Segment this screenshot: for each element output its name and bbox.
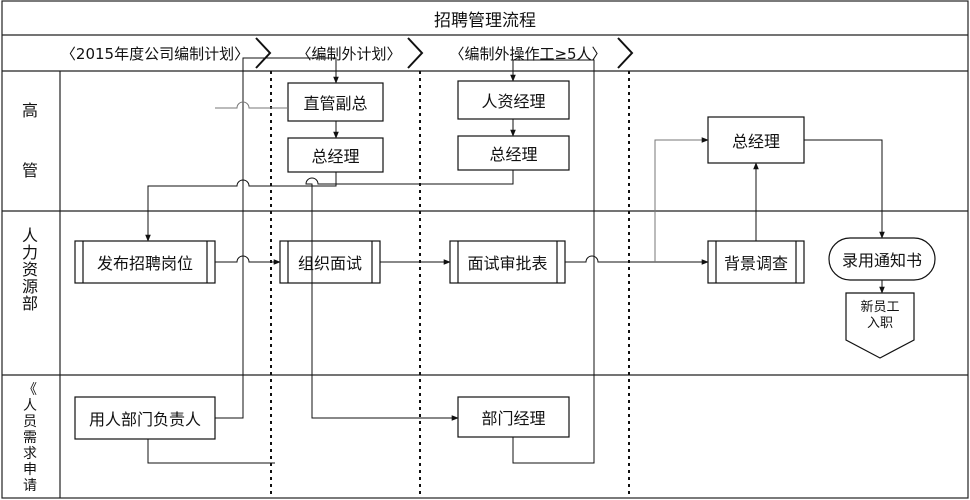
lane-req-char: 《 — [23, 382, 37, 398]
box-zhiguan-fuzong: 直管副总 — [303, 94, 368, 113]
box-mianshi-shenpi: 面试审批表 — [467, 254, 548, 273]
lane-hr-char: 力 — [21, 242, 38, 262]
lane-label-guan: 管 — [21, 161, 38, 180]
lane-label-hr: 人 力 资 源 部 — [12, 223, 48, 315]
lane-label-gao: 高 — [21, 101, 38, 120]
lane-req-char: 需 — [23, 430, 37, 446]
lane-req-char: 申 — [23, 462, 37, 478]
box-zongjingli-3: 总经理 — [731, 132, 780, 151]
phase-label-2: 〈编制外计划〉 — [296, 44, 402, 63]
lane-hr-char: 人 — [21, 225, 38, 245]
box-zuzhi-mianshi: 组织面试 — [297, 254, 362, 273]
lane-req-char: 员 — [23, 414, 37, 430]
lane-label-request: 《 人 员 需 求 申 请 — [12, 380, 48, 496]
box-renzi-jingli: 人资经理 — [481, 92, 546, 111]
box-beijing-diaocha: 背景调查 — [723, 254, 788, 273]
phase-label-1: 〈2015年度公司编制计划〉 — [60, 44, 250, 63]
box-side-bars — [82, 241, 797, 283]
phase-dividers — [270, 71, 630, 498]
connectors — [145, 57, 885, 464]
lane-req-char: 求 — [23, 446, 37, 462]
lane-hr-char: 源 — [21, 276, 38, 296]
lane-req-char: 人 — [23, 398, 37, 414]
box-bumen-jingli: 部门经理 — [481, 409, 546, 428]
diagram-title: 招聘管理流程 — [434, 11, 536, 31]
phase-chevrons — [255, 37, 634, 69]
phase-label-3: 〈编制外操作工≥5人〉 — [449, 44, 607, 63]
box-fabu-zhaopin: 发布招聘岗位 — [96, 254, 193, 273]
offpage-new-employee: 新员工 入职 — [860, 300, 900, 331]
box-yongren-fuzeren: 用人部门负责人 — [88, 410, 201, 429]
terminal-luyong-tongzhi: 录用通知书 — [841, 251, 922, 270]
box-zongjingli-1: 总经理 — [311, 147, 360, 166]
lane-req-char: 请 — [23, 478, 37, 494]
lane-hr-char: 资 — [21, 259, 38, 279]
box-zongjingli-2: 总经理 — [489, 145, 538, 164]
lane-hr-char: 部 — [21, 293, 38, 313]
